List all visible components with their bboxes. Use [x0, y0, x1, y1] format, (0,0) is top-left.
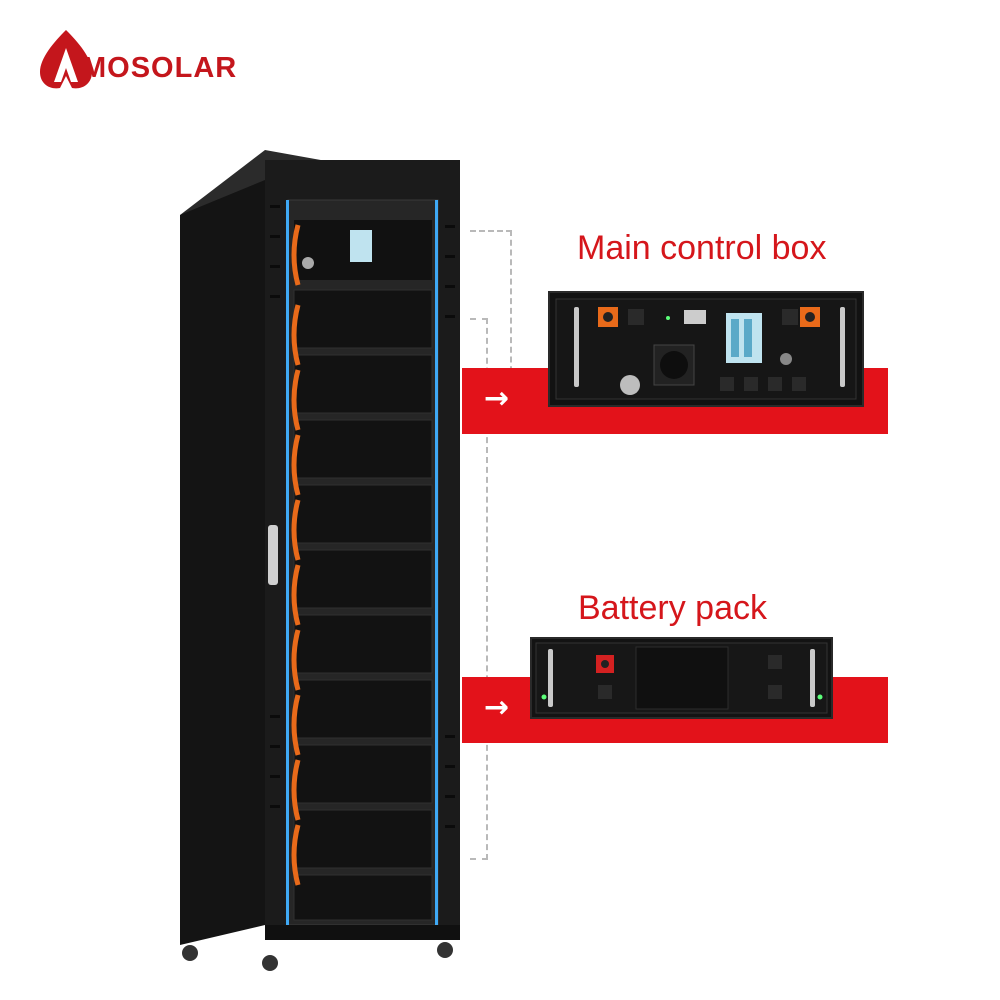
main-control-box-label: Main control box [577, 229, 827, 267]
battery-pack-illustration [535, 642, 828, 714]
mosolar-a-logo-icon [40, 30, 92, 89]
battery-pack-image [530, 637, 833, 719]
brand-wordmark: MOSOLAR [82, 52, 238, 84]
main-control-box-image [548, 291, 864, 407]
battery-rack-cabinet [180, 150, 460, 971]
arrow-right-icon: → [484, 690, 510, 725]
door-handle [268, 525, 278, 585]
arrow-right-icon: → [484, 381, 510, 416]
main-control-box-illustration [555, 298, 857, 400]
connector-battery [470, 318, 488, 860]
battery-pack-label: Battery pack [578, 589, 767, 627]
connector-main [470, 230, 512, 382]
brand-logo: MOSOLAR [36, 28, 276, 98]
